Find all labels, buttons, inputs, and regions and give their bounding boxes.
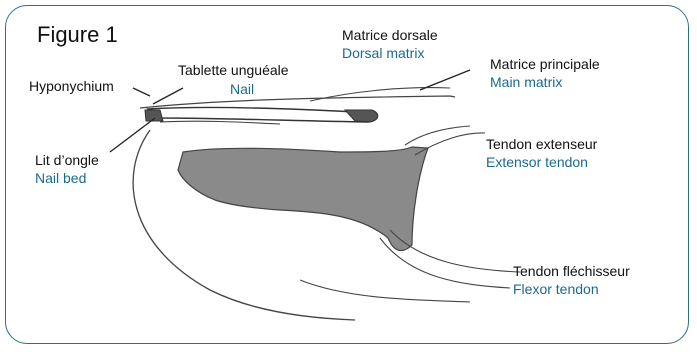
distal-phalanx-bone [178, 147, 428, 251]
nail-plate [148, 108, 375, 122]
label-main-matrix-en: Main matrix [490, 74, 562, 91]
label-nail-en: Nail [230, 81, 254, 98]
label-main-matrix-fr: Matrice principale [490, 56, 600, 73]
label-flexor-tendon-en: Flexor tendon [513, 281, 599, 298]
leader-nail-bed [110, 118, 155, 152]
label-nail-fr: Tablette unguéale [178, 62, 289, 79]
label-dorsal-matrix-fr: Matrice dorsale [342, 27, 438, 44]
dorsal-skin-line [140, 96, 455, 108]
proximal-fold-line [310, 88, 450, 101]
leader-nail [153, 88, 183, 104]
label-extensor-tendon-fr: Tendon extenseur [486, 136, 597, 153]
palmar-skin-line [300, 280, 470, 302]
label-extensor-tendon-en: Extensor tendon [486, 154, 588, 171]
nail-bed-line [160, 121, 280, 124]
leader-hyponychium [133, 88, 150, 96]
label-flexor-tendon-fr: Tendon fléchisseur [513, 263, 630, 280]
leader-main-matrix [420, 70, 470, 90]
label-nail-bed-fr: Lit d’ongle [35, 152, 99, 169]
label-nail-bed-en: Nail bed [35, 170, 86, 187]
label-dorsal-matrix-en: Dorsal matrix [342, 45, 424, 62]
figure-title: Figure 1 [37, 22, 118, 48]
label-hyponychium: Hyponychium [29, 78, 114, 95]
